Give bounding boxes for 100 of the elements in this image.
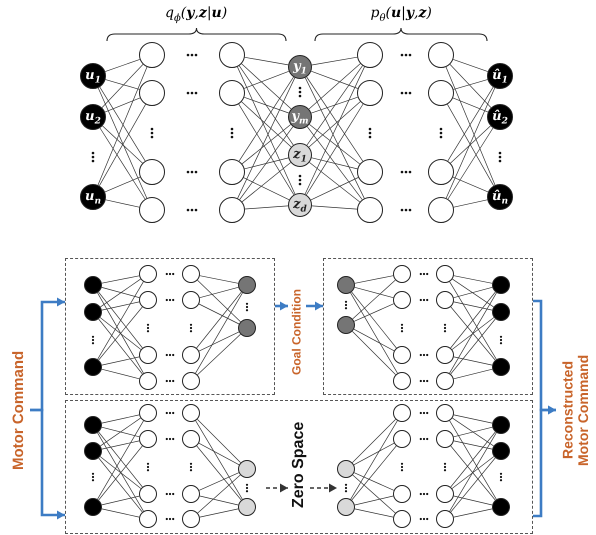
connection-line [452, 278, 494, 308]
connection-line [102, 126, 143, 164]
connection-line [242, 124, 292, 164]
connection-line [312, 206, 358, 210]
connection-line [450, 292, 496, 348]
connection-line [105, 199, 140, 208]
arrow [275, 302, 288, 310]
connection-line [241, 101, 292, 148]
neuron-circle: y$_{m}$ [288, 105, 312, 129]
connection-line [244, 158, 289, 170]
connection-line [99, 86, 146, 162]
connection-line [350, 420, 398, 500]
connection-line [453, 356, 493, 366]
neuron-circle [182, 430, 200, 448]
connection-line [195, 420, 243, 500]
connection-line [97, 432, 144, 512]
connection-line [241, 63, 292, 110]
connection-line [352, 331, 396, 375]
connection-line [98, 446, 143, 500]
connection-line [244, 206, 288, 210]
connection-line [198, 332, 240, 352]
connection-line [452, 456, 494, 489]
connection-line [308, 63, 361, 110]
neuron-circle [436, 291, 454, 309]
neuron-circle [139, 510, 157, 528]
connection-line [242, 162, 292, 202]
neuron-circle [436, 430, 454, 448]
connection-line [450, 306, 496, 360]
neuron-circle [182, 265, 200, 283]
connection-line [198, 472, 240, 491]
neuron-circle [84, 498, 102, 516]
neuron-circle [357, 80, 383, 106]
neuron-circle [139, 404, 157, 422]
neuron-circle [219, 42, 245, 68]
connection-line [453, 414, 493, 424]
connection-line [244, 56, 289, 66]
connection-line [311, 56, 358, 66]
formula-label: p$_{θ}$(u|y,z) [370, 5, 432, 24]
neuron-circle [182, 346, 200, 364]
neuron-circle [182, 404, 200, 422]
connection-line [449, 420, 497, 500]
neuron-circle: u$_{n}$ [80, 184, 106, 210]
neuron-circle [436, 485, 454, 503]
neuron-circle [337, 460, 355, 478]
connection-line [354, 472, 394, 491]
neuron-circle [337, 276, 355, 294]
neuron-circle: u$_{2}$ [80, 104, 106, 130]
neuron-circle: û$_{1}$ [487, 63, 513, 89]
connection-line [354, 328, 394, 352]
connection-line [449, 292, 497, 374]
neuron-circle [139, 291, 157, 309]
connection-line [198, 442, 240, 466]
connection-line [306, 126, 363, 200]
neuron-circle [393, 430, 411, 448]
connection-line [101, 496, 140, 506]
connection-line [452, 59, 488, 72]
connection-line [98, 458, 143, 512]
connection-line [238, 104, 294, 196]
connection-line [309, 162, 360, 202]
neuron-circle [492, 303, 510, 321]
connection-line [196, 446, 242, 500]
connection-line [98, 292, 143, 348]
neuron-circle [393, 291, 411, 309]
neuron-circle [182, 372, 200, 390]
connection-line [102, 64, 144, 108]
neuron-circle [139, 430, 157, 448]
connection-line [199, 275, 239, 284]
neuron-circle [337, 498, 355, 516]
neuron-circle [238, 319, 256, 337]
neuron-circle: y$_{1}$ [288, 55, 312, 79]
neuron-circle [238, 276, 256, 294]
connection-line [450, 126, 491, 164]
neuron-circle [393, 510, 411, 528]
vertical-label: Motor Command [8, 330, 30, 490]
connection-line [453, 199, 488, 208]
neuron-circle [139, 42, 165, 68]
connection-line [101, 368, 140, 380]
connection-line [452, 317, 494, 350]
connection-line [243, 177, 290, 200]
neuron-circle [393, 372, 411, 390]
connection-line [238, 65, 294, 146]
neuron-circle [182, 291, 200, 309]
neuron-circle: û$_{n}$ [487, 184, 513, 210]
neuron-circle: z$_{1}$ [288, 143, 312, 167]
connection-line [244, 96, 290, 114]
connection-line [351, 446, 397, 500]
neuron-circle [393, 404, 411, 422]
neuron-circle [492, 358, 510, 376]
connection-line [97, 292, 144, 374]
neuron-circle [436, 510, 454, 528]
connection-line [98, 66, 148, 186]
connection-line [97, 420, 144, 500]
neuron-circle [428, 42, 454, 68]
connection-line [452, 98, 488, 112]
connection-line [310, 70, 358, 89]
neuron-circle [492, 498, 510, 516]
connection-line [101, 440, 140, 450]
connection-line [449, 432, 497, 512]
arrow [266, 484, 288, 492]
vertical-label: Reconstructed Motor Command [556, 345, 596, 475]
